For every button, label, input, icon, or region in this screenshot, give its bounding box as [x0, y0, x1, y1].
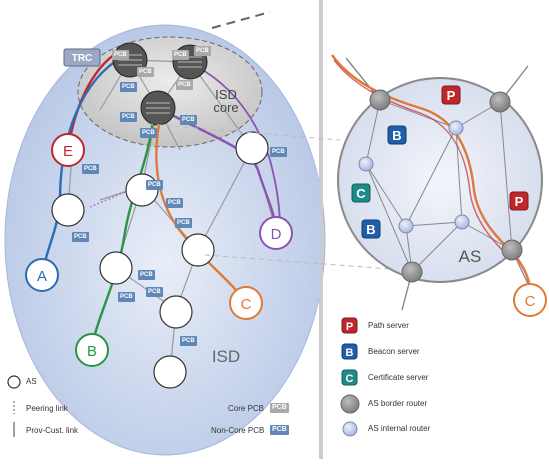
pcb-tag-noncore: PCB	[166, 198, 183, 208]
path-green	[90, 109, 156, 346]
border-router-1	[369, 89, 391, 111]
zoom-line-bottom	[204, 254, 405, 271]
trc-label: TRC	[72, 53, 93, 64]
pcb-tag-core: PCB	[137, 67, 154, 77]
as-node-1	[51, 193, 85, 227]
as-label-a: A	[37, 268, 47, 285]
legend-provcust-label: Prov-Cust. link	[26, 426, 79, 435]
border-router-3	[501, 239, 523, 261]
path-purple	[169, 112, 278, 231]
svg-text:C: C	[356, 186, 366, 201]
as-node-2	[125, 173, 159, 207]
as-node-c-zoom-label: C	[525, 293, 536, 310]
path-purple-2	[195, 65, 281, 229]
as-node-7	[153, 355, 187, 389]
beacon-server-icon-2: B	[361, 219, 381, 239]
svg-text:P: P	[447, 88, 456, 103]
as-label-c: C	[241, 296, 252, 313]
as-node-a	[25, 258, 59, 292]
legend-border-router-label: AS border router	[368, 399, 428, 408]
svg-text:B: B	[366, 222, 375, 237]
svg-text:B: B	[346, 347, 354, 359]
svg-text:P: P	[515, 194, 524, 209]
svg-text:B: B	[392, 128, 401, 143]
as-label-d: D	[271, 226, 282, 243]
pcb-tag-noncore: PCB	[120, 112, 137, 122]
as-node-c	[229, 286, 263, 320]
border-router-legend-icon	[340, 394, 360, 414]
legend-path-server-label: Path server	[368, 321, 409, 330]
as-node-c-zoom	[513, 283, 547, 317]
as-node-3	[235, 131, 269, 165]
isd-core-label-1: ISD	[215, 87, 237, 102]
pcb-tag-noncore: PCB	[146, 180, 163, 190]
beacon-server-icon-1: B	[387, 125, 407, 145]
pcb-tag-noncore: PCB	[180, 336, 197, 346]
legend-core-pcb-tag: PCB	[270, 403, 289, 413]
certificate-server-icon-1: C	[351, 183, 371, 203]
pcb-tag-core: PCB	[176, 80, 193, 90]
legend-peering-label: Peering link	[26, 404, 68, 413]
as-node-6	[159, 295, 193, 329]
as-node-5	[99, 251, 133, 285]
as-node-e	[51, 133, 85, 167]
isd-label: ISD	[212, 347, 240, 366]
pcb-tag-noncore: PCB	[118, 292, 135, 302]
border-router-2	[489, 91, 511, 113]
panel-divider	[319, 0, 323, 459]
legend-beacon-server-label: Beacon server	[368, 347, 420, 356]
legend-core-pcb-label: Core PCB	[228, 404, 265, 413]
peering-link	[89, 189, 131, 208]
as-zoom-label: AS	[459, 247, 482, 266]
pcb-tag-noncore: PCB	[72, 232, 89, 242]
beacon-server-legend-icon: B	[341, 343, 358, 360]
pcb-tag-noncore: PCB	[146, 287, 163, 297]
legend-internal-router-label: AS internal router	[368, 424, 431, 433]
pcb-tag-noncore: PCB	[120, 82, 137, 92]
as-label-e: E	[63, 143, 73, 160]
path-red-zoom	[333, 59, 509, 257]
isd-core-label-2: core	[213, 100, 238, 115]
pcb-tag-core: PCB	[172, 50, 189, 60]
svg-text:P: P	[346, 321, 353, 333]
legend-noncore-pcb-label: Non-Core PCB	[211, 426, 265, 435]
legend-noncore-pcb-tag: PCB	[270, 425, 289, 435]
as-node-4	[181, 233, 215, 267]
as-label-b: B	[87, 343, 97, 360]
pcb-tag-core: PCB	[112, 50, 129, 60]
path-blue	[40, 54, 125, 276]
as-node-b	[75, 333, 109, 367]
pcb-tag-noncore: PCB	[82, 164, 99, 174]
border-router-4	[401, 261, 423, 283]
as-legend-icon	[7, 375, 21, 389]
pcb-tag-noncore: PCB	[138, 270, 155, 280]
internal-router-4	[454, 214, 470, 230]
certificate-server-legend-icon: C	[341, 369, 358, 386]
pcb-tag-noncore: PCB	[270, 147, 287, 157]
internal-router-legend-icon	[342, 421, 358, 437]
legend-certificate-server-label: Certificate server	[368, 373, 429, 382]
legend-as-label: AS	[26, 377, 37, 386]
path-server-icon-2: P	[509, 191, 529, 211]
pcb-tag-noncore: PCB	[175, 218, 192, 228]
path-server-legend-icon: P	[341, 317, 358, 334]
path-server-icon-1: P	[441, 85, 461, 105]
internal-router-2	[358, 156, 374, 172]
pcb-tag-noncore: PCB	[180, 115, 197, 125]
as-node-d	[259, 216, 293, 250]
trc-box	[63, 48, 101, 67]
internal-router-3	[398, 218, 414, 234]
svg-text:C: C	[346, 373, 354, 385]
pcb-tag-noncore: PCB	[140, 128, 157, 138]
pcb-tag-core: PCB	[194, 46, 211, 56]
internal-router-1	[448, 120, 464, 136]
